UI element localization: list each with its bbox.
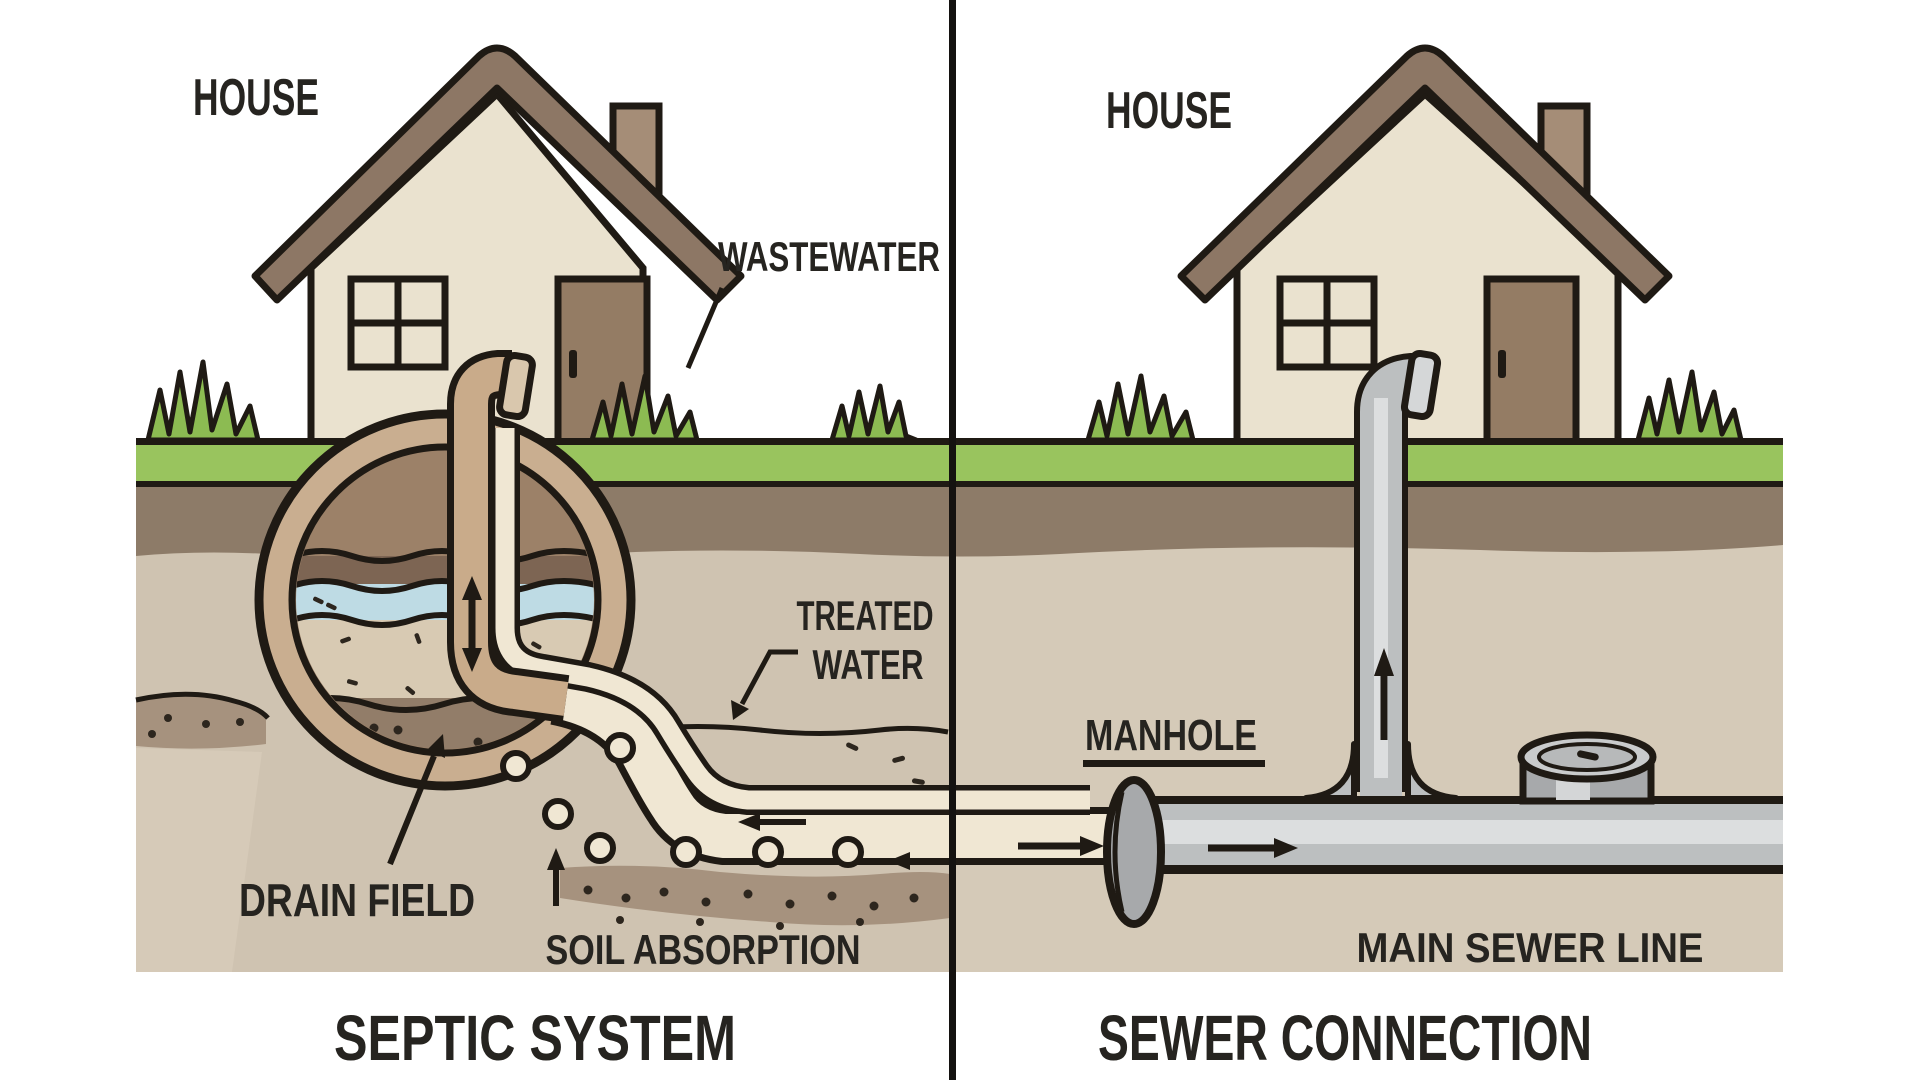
manhole-label-underline — [1083, 760, 1265, 767]
treated-water-label-line2: WATER — [813, 641, 924, 688]
pipe-fillet-left — [1303, 741, 1357, 801]
drain-field-label: DRAIN FIELD — [239, 874, 475, 926]
drainfield-band-under-pipe — [560, 865, 950, 926]
left-house-window — [347, 275, 449, 371]
main-sewer-pipe-highlight — [1130, 820, 1783, 844]
titles: SEPTIC SYSTEM SEWER CONNECTION — [334, 1002, 1592, 1074]
treated-water-leader-icon — [731, 649, 798, 720]
left-house-roof — [251, 44, 745, 304]
flow-arrow-right-tan-icon — [1018, 836, 1104, 856]
manhole-cover-slot — [1577, 750, 1599, 761]
flow-arrows — [387, 287, 1394, 906]
outfall-pipe-fill — [551, 674, 1140, 858]
right-panel-title: SEWER CONNECTION — [1098, 1002, 1592, 1074]
left-house-icon — [251, 44, 745, 450]
manhole-cover-icon — [1517, 731, 1657, 805]
drainfield-band-left-edge — [135, 691, 270, 720]
pipe-fillet-right — [1405, 741, 1459, 801]
soil-absorption-label: SOIL ABSORPTION — [546, 926, 861, 973]
right-house-roof — [1177, 44, 1673, 304]
wastewater-label: WASTEWATER — [718, 233, 940, 280]
perforation-holes — [500, 732, 864, 868]
main-sewer-pipe — [1130, 796, 1783, 874]
right-house-icon — [1177, 44, 1673, 450]
drainfield-band-left — [136, 695, 266, 749]
drain-field-leader-icon — [387, 734, 445, 866]
panel-divider — [949, 0, 956, 1080]
subsoil-light-wedge — [136, 748, 262, 972]
grass-bottom-line — [136, 481, 1783, 487]
manhole-label: MANHOLE — [1085, 711, 1257, 760]
outlet-pipe-fill — [495, 428, 1090, 810]
right-house-door — [1483, 275, 1580, 450]
flow-arrow-main-sewer-icon — [1208, 838, 1298, 858]
right-house-label: HOUSE — [1106, 82, 1232, 140]
drop-pipe-end-cap — [1400, 350, 1442, 420]
flow-arrow-left-upper-icon — [738, 813, 806, 831]
left-panel-title: SEPTIC SYSTEM — [334, 1002, 736, 1074]
inlet-pipe-end-cap — [496, 351, 536, 421]
wastewater-leader-icon — [685, 287, 725, 369]
grass-tufts — [145, 359, 1744, 443]
main-sewer-line-label: MAIN SEWER LINE — [1357, 924, 1704, 971]
manhole-collar — [1103, 776, 1165, 928]
right-house-window — [1276, 275, 1378, 371]
treated-water-label-line1: TREATED — [797, 592, 934, 639]
grass-top-line — [136, 438, 1783, 445]
house-sewer-drop-pipe — [1303, 350, 1459, 801]
septic-pipes — [447, 350, 1140, 868]
left-house-label: HOUSE — [193, 69, 319, 127]
main-sewer-pipe-bottom-edge — [1130, 865, 1783, 874]
soil-absorption-arrow-icon — [547, 848, 565, 906]
labels: HOUSE WASTEWATER TREATED WATER DRAIN FIE… — [193, 69, 1704, 973]
tank-level-arrow-icon — [462, 576, 482, 672]
flow-arrow-up-drop-pipe-icon — [1374, 648, 1394, 740]
